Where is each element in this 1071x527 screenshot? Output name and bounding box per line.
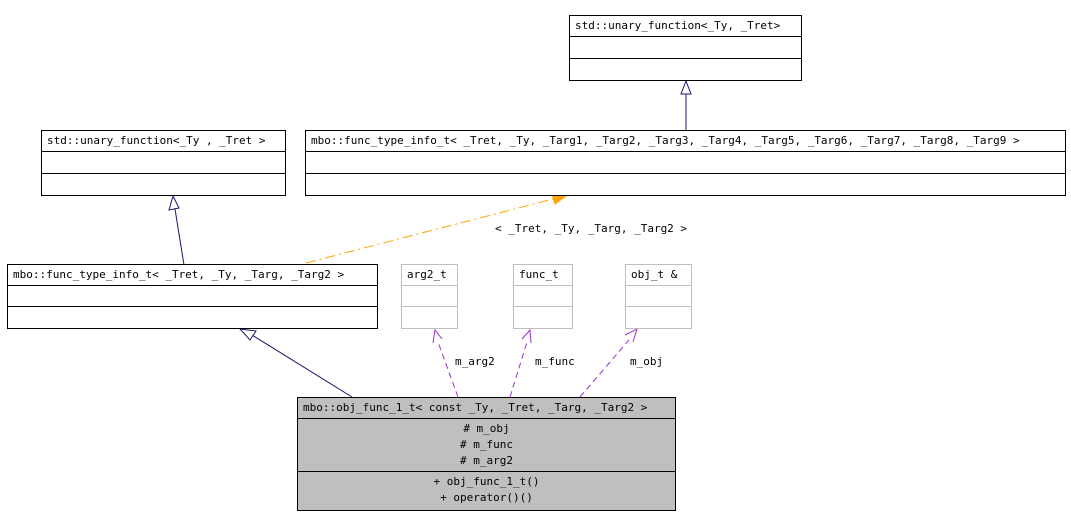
inheritance-edge-func-type-info-to-unary-function bbox=[680, 79, 692, 130]
class-obj-t-ref[interactable]: obj_t & bbox=[625, 264, 692, 329]
class-obj-func-1-t[interactable]: mbo::obj_func_1_t< const _Ty, _Tret, _Ta… bbox=[297, 397, 676, 511]
class-arg2-t[interactable]: arg2_t bbox=[401, 264, 458, 329]
edge-label-m-func: m_func bbox=[535, 355, 575, 368]
class-func-type-info-instance[interactable]: mbo::func_type_info_t< _Tret, _Ty, _Targ… bbox=[7, 264, 378, 329]
usage-edge-m-func bbox=[509, 328, 532, 398]
class-std-unary-function-top[interactable]: std::unary_function<_Ty, _Tret> bbox=[569, 15, 802, 81]
class-name: func_t bbox=[514, 265, 572, 286]
methods-section bbox=[42, 174, 285, 195]
edge-label-m-obj: m_obj bbox=[630, 355, 664, 368]
class-name: arg2_t bbox=[402, 265, 457, 286]
edge-label-m-arg2: m_arg2 bbox=[455, 355, 495, 368]
methods-section: + obj_func_1_t() + operator()() bbox=[298, 472, 675, 510]
class-name: mbo::func_type_info_t< _Tret, _Ty, _Targ… bbox=[306, 131, 1065, 152]
attributes-section bbox=[402, 286, 457, 307]
attributes-section bbox=[626, 286, 691, 307]
class-name: obj_t & bbox=[626, 265, 691, 286]
class-name: std::unary_function<_Ty , _Tret > bbox=[42, 131, 285, 152]
class-name: mbo::func_type_info_t< _Tret, _Ty, _Targ… bbox=[8, 265, 377, 286]
attributes-section bbox=[514, 286, 572, 307]
methods-section bbox=[570, 59, 801, 80]
methods-section bbox=[626, 307, 691, 328]
methods-section bbox=[402, 307, 457, 328]
template-args-label: < _Tret, _Ty, _Targ, _Targ2 > bbox=[495, 222, 688, 235]
class-std-unary-function-left[interactable]: std::unary_function<_Ty , _Tret > bbox=[41, 130, 286, 196]
inheritance-edge-func-type-info-inst-to-unary-function bbox=[168, 194, 185, 266]
class-func-t[interactable]: func_t bbox=[513, 264, 573, 329]
attribute-m-func: # m_func bbox=[460, 438, 513, 451]
class-name: mbo::obj_func_1_t< const _Ty, _Tret, _Ta… bbox=[298, 398, 675, 419]
attributes-section bbox=[570, 37, 801, 59]
methods-section bbox=[514, 307, 572, 328]
attributes-section: # m_obj # m_func # m_arg2 bbox=[298, 419, 675, 472]
methods-section bbox=[306, 174, 1065, 195]
attributes-section bbox=[8, 286, 377, 307]
method-constructor: + obj_func_1_t() bbox=[433, 475, 540, 488]
usage-edge-m-arg2 bbox=[432, 328, 459, 398]
attribute-m-obj: # m_obj bbox=[463, 422, 510, 435]
attributes-section bbox=[306, 152, 1065, 174]
method-operator-call: + operator()() bbox=[440, 491, 533, 504]
attribute-m-arg2: # m_arg2 bbox=[460, 454, 513, 467]
methods-section bbox=[8, 307, 377, 328]
inheritance-edge-obj-func-to-func-type-info-inst bbox=[238, 328, 353, 398]
class-func-type-info-full[interactable]: mbo::func_type_info_t< _Tret, _Ty, _Targ… bbox=[305, 130, 1066, 196]
usage-edge-m-obj bbox=[579, 328, 638, 398]
class-name: std::unary_function<_Ty, _Tret> bbox=[570, 16, 801, 37]
attributes-section bbox=[42, 152, 285, 174]
